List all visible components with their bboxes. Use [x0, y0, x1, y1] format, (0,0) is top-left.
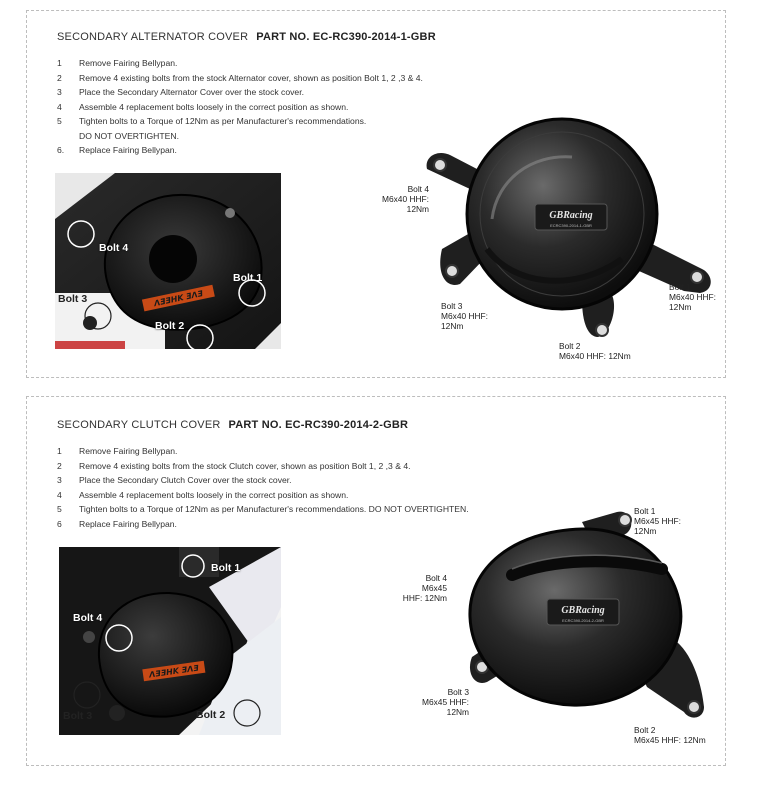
section-title: SECONDARY CLUTCH COVER PART NO. EC-RC390-…	[57, 419, 408, 431]
badge-part: ECRC390-2014-1-GBR	[550, 223, 592, 228]
part-number: PART NO. EC-RC390-2014-1-GBR	[256, 31, 436, 43]
badge-brand: GBRacing	[549, 210, 592, 221]
alternator-photo: ɅƎƎHK ƎɅƎ Bolt 4 Bolt 1 Bolt 2	[55, 173, 281, 349]
photo-bolt3-label: Bolt 3	[63, 710, 93, 722]
alternator-cover-section: SECONDARY ALTERNATOR COVER PART NO. EC-RC…	[26, 10, 726, 378]
bolt3-marker	[84, 302, 112, 330]
part-number: PART NO. EC-RC390-2014-2-GBR	[228, 419, 409, 431]
instruction-step: 6.Replace Fairing Bellypan.	[57, 145, 177, 155]
bolt2-marker	[233, 699, 261, 727]
section-name: SECONDARY CLUTCH COVER	[57, 419, 221, 431]
bolt4-marker	[105, 624, 133, 652]
photo-bolt3-label: Bolt 3	[58, 293, 88, 305]
photo-bolt4-label: Bolt 4	[73, 612, 103, 624]
clutch-cover-diagram: GBRacing ECRC390-2014-2-GBR	[468, 511, 704, 718]
badge-brand: GBRacing	[561, 605, 604, 616]
bolt2-marker	[186, 324, 214, 352]
photo-bolt2-label: Bolt 2	[196, 709, 226, 721]
clutch-cover-section: SECONDARY CLUTCH COVER PART NO. EC-RC390-…	[26, 396, 726, 766]
photo-bolt2-label: Bolt 2	[155, 320, 185, 332]
bolt4-marker	[67, 220, 95, 248]
photo-bolt1-label: Bolt 1	[211, 562, 241, 574]
section-name: SECONDARY ALTERNATOR COVER	[57, 31, 249, 43]
photo-bolt-markers	[67, 220, 266, 352]
photo-bolt-markers	[73, 554, 261, 727]
badge-part: ECRC390-2014-2-GBR	[562, 618, 604, 623]
alternator-cover-diagram: GBRacing ECRC390-2014-1-GBR	[426, 117, 711, 337]
bolt3-marker	[73, 681, 101, 709]
clutch-photo: ɅƎƎHK ƎɅƎ Bolt 1 Bolt 4	[59, 547, 281, 735]
section-title: SECONDARY ALTERNATOR COVER PART NO. EC-RC…	[57, 31, 436, 43]
photo-bolt4-label: Bolt 4	[99, 242, 129, 254]
bolt1-marker	[238, 279, 266, 307]
bolt1-marker	[181, 554, 205, 578]
